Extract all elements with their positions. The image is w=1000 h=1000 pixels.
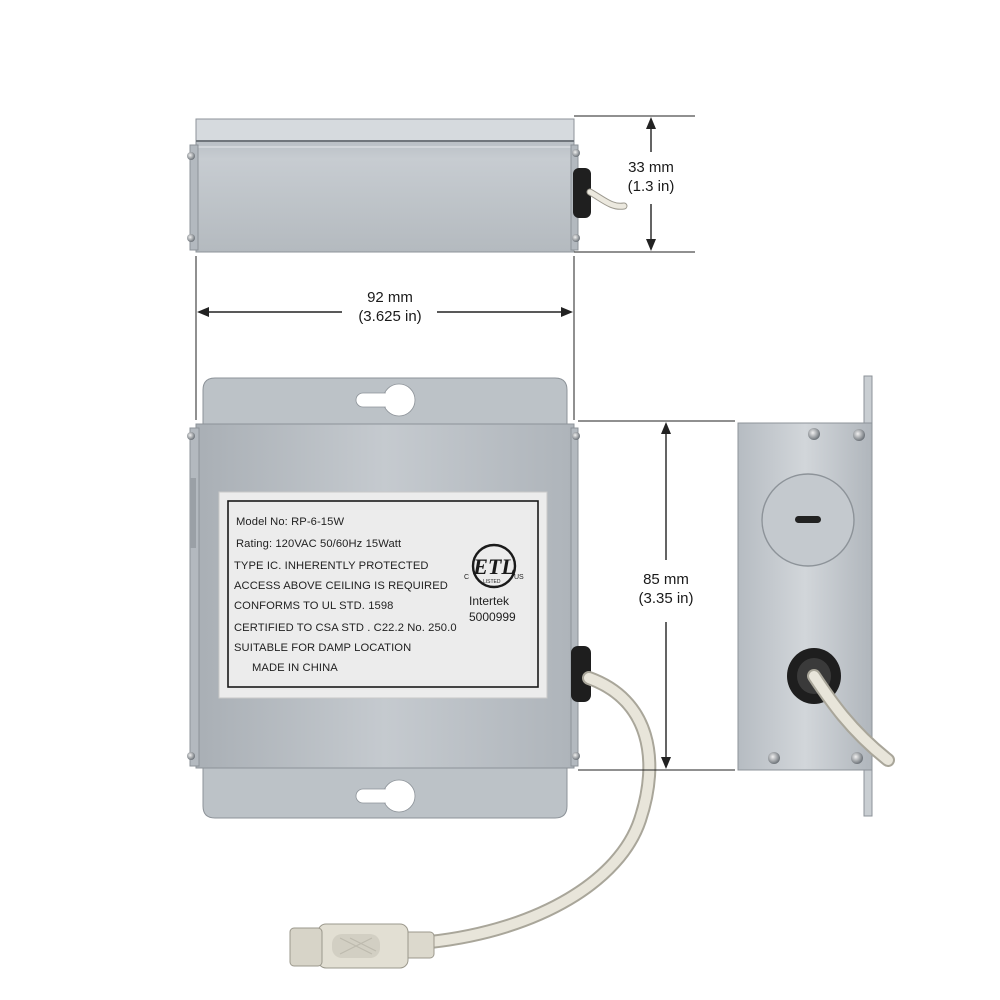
label-certified: CERTIFIED TO CSA STD . C22.2 No. 250.0 xyxy=(234,622,457,634)
screw-icon xyxy=(572,234,580,242)
etl-listed-logo-icon: ETL xyxy=(471,543,517,589)
height-mm: 33 mm xyxy=(628,159,674,176)
screw-icon xyxy=(808,428,820,440)
top-view xyxy=(187,118,628,253)
screw-icon xyxy=(853,429,865,441)
arrow-left-icon xyxy=(197,307,209,317)
screw-icon xyxy=(187,152,195,160)
top-view-rail xyxy=(195,118,575,142)
height-in: (1.3 in) xyxy=(627,178,675,195)
side-view-knockout-slot xyxy=(795,516,821,523)
arrow-down-icon xyxy=(646,239,656,251)
top-view-cable-highlight xyxy=(587,189,627,209)
depth-dimension-label: 85 mm (3.35 in) xyxy=(626,570,706,608)
arrow-up-icon xyxy=(661,422,671,434)
label-model: Model No: RP-6-15W xyxy=(236,516,345,528)
width-dimension-label: 92 mm (3.625 in) xyxy=(344,288,436,326)
front-view: ETL xyxy=(187,377,657,969)
connector-plug-icon xyxy=(289,923,435,969)
certification-lab: Intertek xyxy=(469,594,510,608)
etl-us: US xyxy=(514,574,524,581)
cable-gland-icon xyxy=(571,646,591,702)
keyhole-slot-icon xyxy=(355,779,416,813)
side-view xyxy=(737,375,895,817)
arrow-up-icon xyxy=(646,117,656,129)
depth-mm: 85 mm xyxy=(643,571,689,588)
power-cable-highlight xyxy=(425,673,655,947)
side-view-cable-highlight xyxy=(809,671,893,765)
height-dimension-label: 33 mm (1.3 in) xyxy=(614,158,688,196)
screw-icon xyxy=(572,149,580,157)
dimension-lines xyxy=(195,115,735,771)
screw-icon xyxy=(572,432,580,440)
label-made-in: MADE IN CHINA xyxy=(252,662,338,674)
label-conforms: CONFORMS TO UL STD. 1598 xyxy=(234,600,394,612)
front-view-side-bracket xyxy=(190,478,196,548)
keyhole-slot-icon xyxy=(355,383,416,417)
label-rating: Rating: 120VAC 50/60Hz 15Watt xyxy=(236,538,402,550)
screw-icon xyxy=(851,752,863,764)
arrow-down-icon xyxy=(661,757,671,769)
screw-icon xyxy=(187,234,195,242)
svg-text:ETL: ETL xyxy=(472,554,515,579)
cable-gland-icon xyxy=(573,168,591,218)
screw-icon xyxy=(572,752,580,760)
top-view-endcap-left xyxy=(189,144,199,251)
label-border xyxy=(227,500,539,688)
etl-c: C xyxy=(464,574,470,581)
label-suitable: SUITABLE FOR DAMP LOCATION xyxy=(234,642,412,654)
label-type: TYPE IC. INHERENTLY PROTECTED xyxy=(234,560,429,572)
etl-listed: LISTED xyxy=(483,579,501,585)
screw-icon xyxy=(187,432,195,440)
depth-in: (3.35 in) xyxy=(638,590,694,607)
label-panel xyxy=(218,491,548,699)
front-view-endcap-right xyxy=(570,427,579,767)
label-access: ACCESS ABOVE CEILING IS REQUIRED xyxy=(234,580,448,592)
screw-icon xyxy=(187,752,195,760)
width-mm: 92 mm xyxy=(367,289,413,306)
screw-icon xyxy=(768,752,780,764)
certification-number: 5000999 xyxy=(469,610,516,624)
front-view-endcap-left xyxy=(189,427,200,767)
arrow-right-icon xyxy=(561,307,573,317)
width-in: (3.625 in) xyxy=(358,308,422,325)
